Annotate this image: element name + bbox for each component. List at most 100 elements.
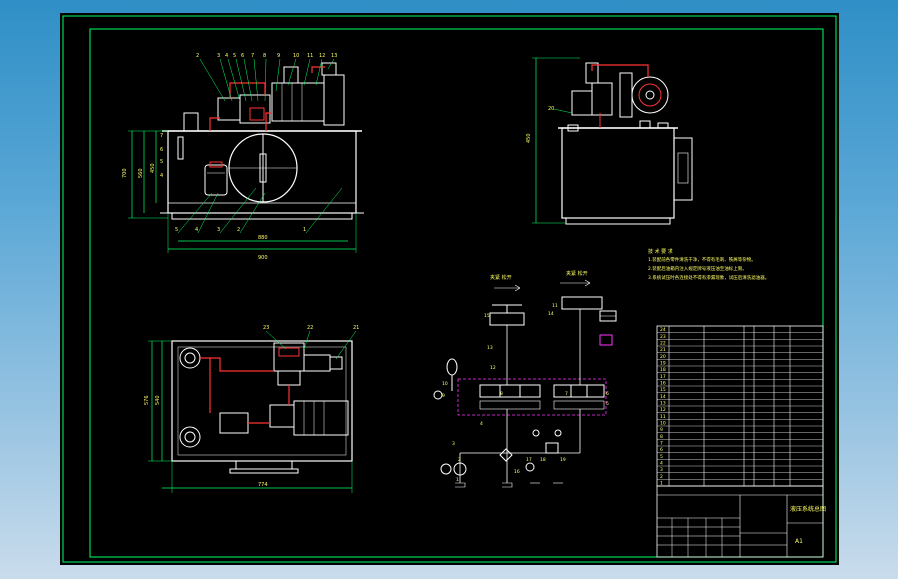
schematic-label: 18	[540, 457, 546, 463]
front-bottom-label: 1	[303, 227, 306, 233]
bom-row-number: 5	[660, 454, 663, 460]
bom-row-number: 17	[660, 374, 666, 380]
bom-row-number: 6	[660, 447, 663, 453]
front-leader-label: 10	[293, 53, 299, 59]
schematic-label: 13	[487, 345, 493, 351]
bom-row-number: 9	[660, 427, 663, 433]
front-bottom-label: 2	[237, 227, 240, 233]
top-view	[148, 330, 357, 493]
front-leader-label: 6	[241, 53, 244, 59]
schematic-label: 19	[560, 457, 566, 463]
top-dim-width: 774	[258, 482, 268, 488]
technical-notes: 技 术 要 求 1.装配前各零件清洗干净，不得有毛刺、铁屑等杂物。 2.装配后油…	[648, 248, 769, 281]
front-side-mark: 7	[160, 133, 163, 139]
schematic-label: 11	[552, 303, 558, 309]
hydraulic-schematic	[433, 279, 617, 488]
bom-row-number: 14	[660, 394, 666, 400]
front-dim-inner: 880	[258, 235, 268, 241]
bom-row-number: 3	[660, 467, 663, 473]
bom-row-number: 8	[660, 434, 663, 440]
schematic-label: 7	[565, 391, 568, 397]
front-bottom-label: 3	[217, 227, 220, 233]
inner-frame	[89, 28, 824, 558]
front-dim-height-1: 700	[122, 168, 128, 178]
bom-row-number: 10	[660, 421, 666, 427]
svg-text:2.装配后油箱内注入规定牌号液压油至油标上限。: 2.装配后油箱内注入规定牌号液压油至油标上限。	[648, 265, 747, 272]
front-leader-label: 4	[225, 53, 228, 59]
top-dim-inner-depth: 540	[155, 395, 161, 405]
bom-row-number: 12	[660, 407, 666, 413]
svg-text:3.系统试压时各连接处不得有渗漏现象，试压后清洗滤油器。: 3.系统试压时各连接处不得有渗漏现象，试压后清洗滤油器。	[648, 274, 769, 281]
front-dim-height-2: 560	[138, 168, 144, 178]
side-view	[532, 57, 693, 225]
schematic-label: 1	[456, 477, 459, 483]
bom-row-number: 23	[660, 334, 666, 340]
title-block-title: 液压系统总图	[790, 505, 826, 513]
schematic-label: 4	[480, 421, 483, 427]
schematic-label: 10	[442, 381, 448, 387]
front-dim-height-3: 450	[150, 163, 156, 173]
schematic-label: 15	[484, 313, 490, 319]
schematic-left-header: 夹紧 松开	[490, 274, 512, 281]
front-bottom-label: 5	[175, 227, 178, 233]
front-leader-label: 3	[217, 53, 220, 59]
schematic-label: 3	[452, 441, 455, 447]
front-leader-label: 12	[319, 53, 325, 59]
side-leader-label: 20	[548, 106, 554, 112]
schematic-label: 2	[458, 457, 461, 463]
bom-row-number: 24	[660, 327, 666, 333]
front-leader-label: 9	[277, 53, 280, 59]
front-bottom-label: 4	[195, 227, 198, 233]
title-block-sheet: A1	[795, 538, 803, 545]
bom-row-number: 1	[660, 481, 663, 487]
outer-frame	[62, 15, 837, 563]
front-leader-label: 8	[263, 53, 266, 59]
bom-row-number: 18	[660, 367, 666, 373]
front-side-mark: 4	[160, 173, 163, 179]
bom-row-number: 2	[660, 474, 663, 480]
schematic-label: 8	[500, 391, 503, 397]
front-leader-label: 13	[331, 53, 337, 59]
title-block	[656, 485, 824, 558]
schematic-label: 9	[442, 393, 445, 399]
top-leader-label-1: 23	[263, 325, 269, 331]
svg-text:1.装配前各零件清洗干净，不得有毛刺、铁屑等杂物。: 1.装配前各零件清洗干净，不得有毛刺、铁屑等杂物。	[648, 256, 756, 263]
top-leader-label-2: 22	[307, 325, 313, 331]
schematic-label: 6	[606, 391, 609, 397]
front-side-mark: 6	[160, 147, 163, 153]
front-leader-label: 7	[251, 53, 254, 59]
bom-row-number: 15	[660, 387, 666, 393]
bom-row-number: 22	[660, 341, 666, 347]
schematic-label: 14	[548, 311, 554, 317]
front-dim-width: 900	[258, 255, 268, 261]
schematic-label: 5	[606, 401, 609, 407]
schematic-label: 12	[490, 365, 496, 371]
front-leader-label: 5	[233, 53, 236, 59]
front-side-mark: 5	[160, 159, 163, 165]
schematic-label: 16	[514, 469, 520, 475]
bom-row-number: 11	[660, 414, 666, 420]
schematic-label: 17	[526, 457, 532, 463]
bom-row-number: 4	[660, 461, 663, 467]
schematic-labels: 15 14 13 12 11 10 9 8 7 6 5 4 3 2 1 16 17 18 19	[442, 303, 609, 483]
bom-row-number: 21	[660, 347, 666, 353]
top-leader-label-3: 21	[353, 325, 359, 331]
front-view	[128, 58, 364, 253]
front-leader-label: 2	[196, 53, 199, 59]
bom-row-number: 7	[660, 441, 663, 447]
bom-row-number: 13	[660, 401, 666, 407]
front-view-bottom-labels: 5 4 3 2 1	[175, 227, 306, 233]
front-view-side-marks: 7 6 5 4	[160, 133, 163, 179]
schematic-right-header: 夹紧 松开	[566, 270, 588, 277]
front-leader-label: 11	[307, 53, 313, 59]
top-dim-depth: 576	[144, 395, 150, 405]
svg-text:技 术 要 求: 技 术 要 求	[648, 248, 673, 255]
side-dim-height: 450	[526, 133, 532, 143]
bom-row-number: 16	[660, 381, 666, 387]
bom-row-number: 19	[660, 361, 666, 367]
bom-row-number: 20	[660, 354, 666, 360]
